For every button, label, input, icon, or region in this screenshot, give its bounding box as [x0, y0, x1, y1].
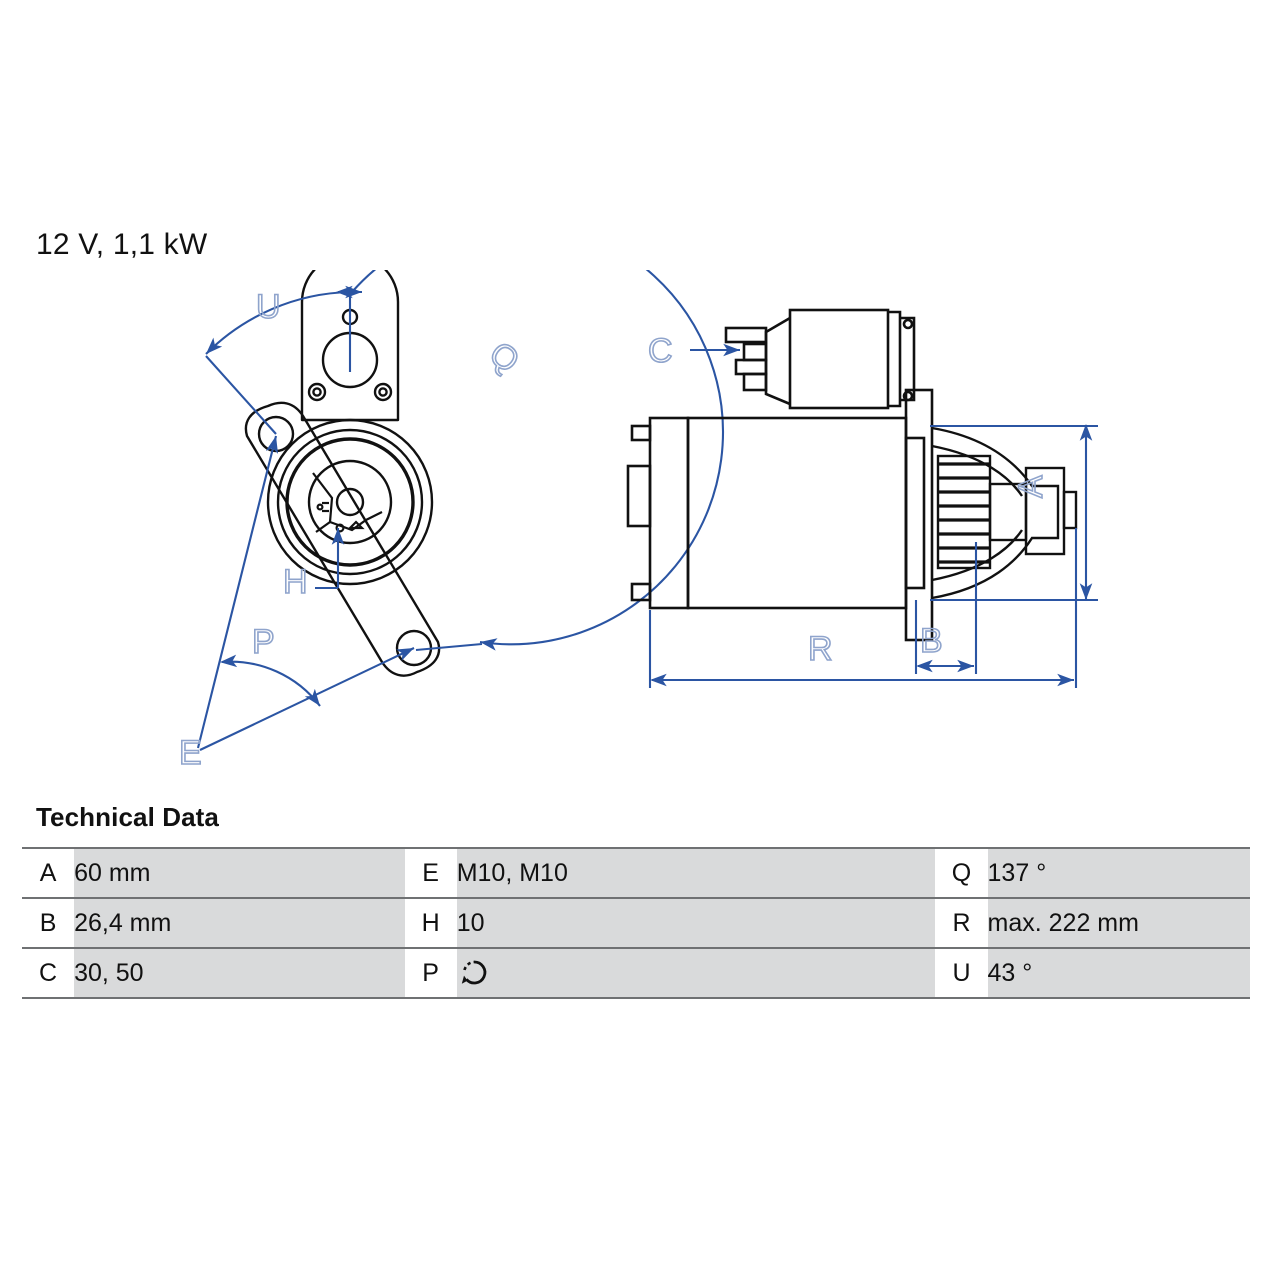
row-value-p	[456, 947, 936, 999]
dim-label-a: A	[1012, 475, 1050, 498]
drawing-svg: U Q H P E	[178, 270, 1098, 773]
starter-side-view: C A B R	[626, 308, 1098, 688]
starter-front-view: U Q H P E	[178, 270, 724, 773]
technical-data-heading: Technical Data	[36, 802, 219, 832]
dim-label-p: P	[252, 623, 275, 661]
technical-drawing-area: U Q H P E	[0, 270, 1280, 780]
row-key-r: R	[935, 897, 988, 948]
table-row: A 60 mm E M10, M10 Q 137 °	[22, 847, 1250, 898]
dim-label-h: H	[283, 563, 308, 601]
row-key-h: H	[404, 897, 457, 948]
row-key-u: U	[935, 947, 988, 999]
row-value-u: 43 °	[987, 947, 1250, 999]
row-key-c: C	[22, 947, 75, 999]
page-title: 12 V, 1,1 kW	[36, 228, 208, 261]
row-value-h: 10	[456, 897, 936, 948]
row-value-a: 60 mm	[74, 847, 405, 898]
dim-label-b: B	[920, 622, 943, 660]
row-key-a: A	[22, 847, 75, 898]
row-value-e: M10, M10	[456, 847, 936, 898]
technical-data-table-wrapper: A 60 mm E M10, M10 Q 137 °	[22, 847, 1250, 999]
table-row: B 26,4 mm H 10 R max. 222 mm	[22, 897, 1250, 948]
row-value-b: 26,4 mm	[74, 897, 405, 948]
row-key-p: P	[404, 947, 457, 999]
row-value-q: 137 °	[987, 847, 1250, 898]
dim-label-c: C	[648, 332, 673, 370]
technical-data-table: A 60 mm E M10, M10 Q 137 °	[22, 847, 1250, 999]
row-value-c: 30, 50	[74, 947, 405, 999]
row-key-q: Q	[935, 847, 988, 898]
dim-label-u: U	[256, 288, 281, 326]
dim-label-e: E	[179, 734, 202, 772]
row-key-b: B	[22, 897, 75, 948]
dim-label-r: R	[808, 630, 833, 668]
row-value-r: max. 222 mm	[987, 897, 1250, 948]
dim-label-q: Q	[482, 334, 526, 380]
row-key-e: E	[404, 847, 457, 898]
table-row: C 30, 50 P	[22, 947, 1250, 999]
counterclockwise-rotation-icon	[457, 956, 491, 990]
